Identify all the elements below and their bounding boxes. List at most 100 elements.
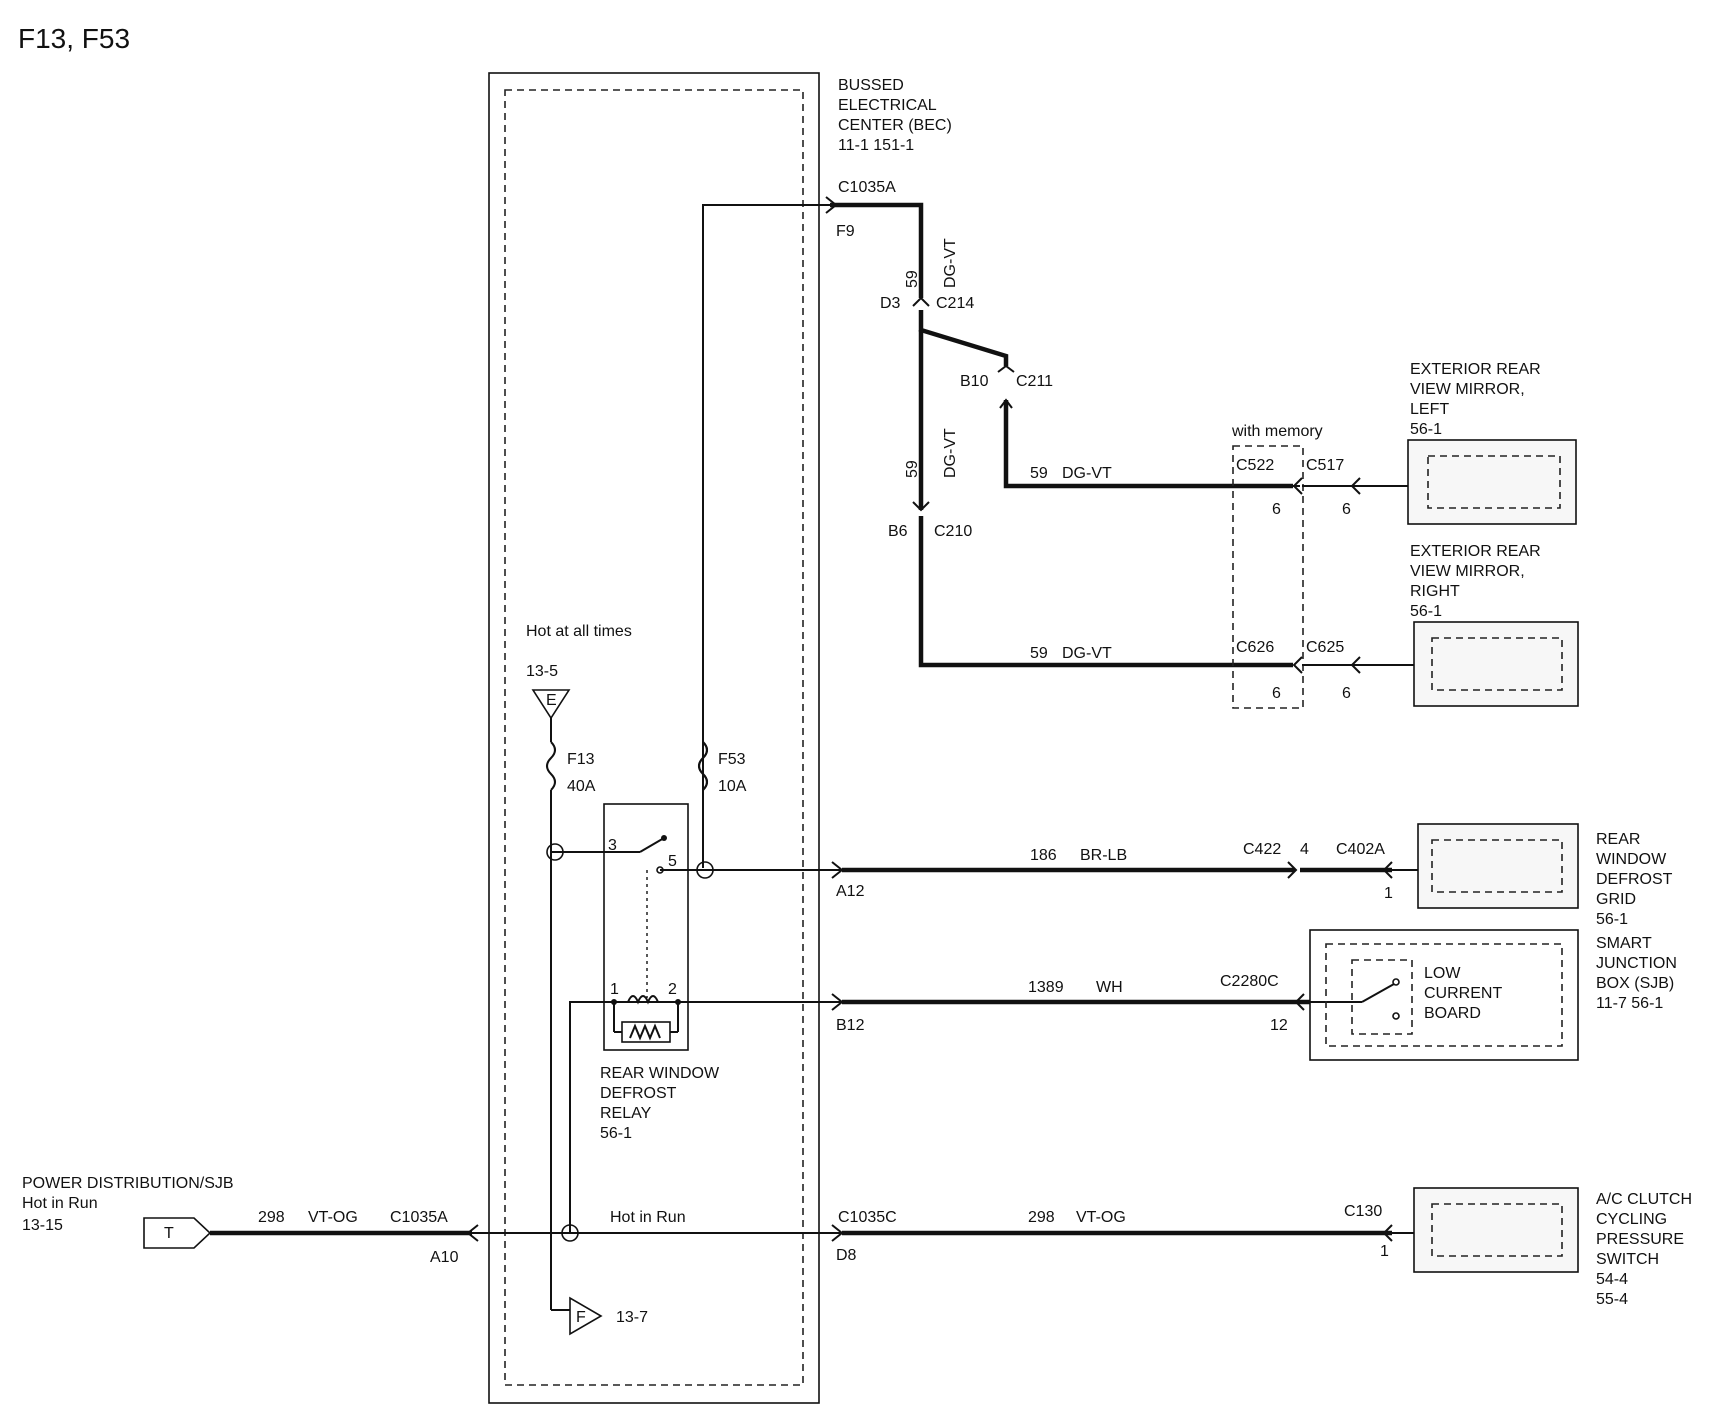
ac-switch-page1: 54-4 <box>1596 1271 1628 1288</box>
mirror-left-line3: LEFT <box>1410 401 1449 418</box>
power-dist-line2: Hot in Run <box>22 1195 98 1212</box>
c625-arrow <box>1350 656 1361 674</box>
c402a-arrow <box>1382 861 1393 879</box>
defrost-grid-line1: REAR <box>1596 831 1640 848</box>
wire-59-v2-num: 59 <box>904 460 921 478</box>
ref-f-letter: F <box>576 1309 586 1326</box>
conn-c130: C130 <box>1344 1203 1382 1220</box>
mirror-left-page: 56-1 <box>1410 421 1442 438</box>
ref-e-letter: E <box>546 692 557 709</box>
relay-pin-3: 3 <box>608 837 617 854</box>
conn-f9: F9 <box>836 223 855 240</box>
wire-59-v1-color: DG-VT <box>942 238 959 288</box>
mirror-left-line2: VIEW MIRROR, <box>1410 381 1525 398</box>
conn-c625: C625 <box>1306 639 1344 656</box>
with-memory-block <box>1232 445 1304 709</box>
wire-298-right-color: VT-OG <box>1076 1209 1126 1226</box>
conn-c517: C517 <box>1306 457 1344 474</box>
relay-label-line1: REAR WINDOW <box>600 1065 720 1082</box>
defrost-grid-page: 56-1 <box>1596 911 1628 928</box>
sjb-switch-contact-2 <box>1392 1012 1400 1020</box>
conn-c2280c-pin: 12 <box>1270 1017 1288 1034</box>
hot-in-run-splice <box>561 1224 579 1242</box>
conn-c211: C211 <box>1016 373 1053 390</box>
bec-label-line3: CENTER (BEC) <box>838 117 952 134</box>
hot-at-all-times-label: Hot at all times <box>526 623 632 640</box>
conn-d8: D8 <box>836 1247 857 1264</box>
ref-f-triangle <box>569 1296 603 1336</box>
conn-a12: A12 <box>836 883 865 900</box>
with-memory-label: with memory <box>1231 423 1323 440</box>
relay-label-page: 56-1 <box>600 1125 632 1142</box>
power-dist-page: 13-15 <box>22 1217 63 1234</box>
c211-arrow <box>997 364 1015 373</box>
wire-f53-to-c1035a <box>702 204 830 868</box>
mirror-right-page: 56-1 <box>1410 603 1442 620</box>
wire-59-h2-color: DG-VT <box>1062 645 1112 662</box>
c214-arrow <box>912 296 930 307</box>
conn-c422: C422 <box>1243 841 1281 858</box>
hot-in-run-label: Hot in Run <box>610 1209 686 1226</box>
bec-label-line2: ELECTRICAL <box>838 97 937 114</box>
ac-switch-line3: PRESSURE <box>1596 1231 1684 1248</box>
power-dist-t-letter: T <box>164 1225 174 1242</box>
power-dist-line1: POWER DISTRIBUTION/SJB <box>22 1175 234 1192</box>
conn-c2280c: C2280C <box>1220 973 1279 990</box>
ref-13-7: 13-7 <box>616 1309 648 1326</box>
power-dist-t-tag <box>143 1217 212 1249</box>
relay-pin-5: 5 <box>668 853 677 870</box>
conn-c626-pin: 6 <box>1272 685 1281 702</box>
bec-pages: 11-1 151-1 <box>838 137 914 154</box>
conn-c1035c: C1035C <box>838 1209 897 1226</box>
conn-c130-pin: 1 <box>1380 1243 1389 1260</box>
wire-c214-to-c211 <box>918 310 1009 366</box>
sjb-inner <box>1325 943 1563 1047</box>
wire-c210-to-c626 <box>918 516 1293 668</box>
ac-switch-line4: SWITCH <box>1596 1251 1659 1268</box>
mirror-right-box <box>1413 621 1579 707</box>
wire-59-dgvt-f9-to-c214 <box>830 202 924 298</box>
relay-pin-2: 2 <box>668 981 677 998</box>
wire-298-right-num: 298 <box>1028 1209 1055 1226</box>
mirror-left-inner <box>1427 455 1561 509</box>
defrost-grid-line4: GRID <box>1596 891 1636 908</box>
c422-arrow <box>1287 861 1298 879</box>
bec-label-line1: BUSSED <box>838 77 904 94</box>
wire-298-left-num: 298 <box>258 1209 285 1226</box>
fuse-f13-name: F13 <box>567 751 595 768</box>
conn-c625-pin: 6 <box>1342 685 1351 702</box>
ref-e-triangle <box>531 689 571 720</box>
low-current-switch-box <box>1351 959 1413 1035</box>
conn-a10: A10 <box>430 1249 459 1266</box>
low-current-board-line3: BOARD <box>1424 1005 1481 1022</box>
fuse-f53-rating: 10A <box>718 778 747 795</box>
rear-window-defrost-relay <box>546 803 842 1051</box>
c626-arrow <box>1292 656 1303 674</box>
c522-arrow <box>1292 477 1303 495</box>
wire-1389-num: 1389 <box>1028 979 1064 996</box>
ac-switch-box <box>1413 1187 1579 1273</box>
relay-label-line3: RELAY <box>600 1105 652 1122</box>
fuse-f13-symbol <box>546 741 556 791</box>
sjb-switch-contact-1 <box>1392 978 1400 986</box>
fuse-f13-rating: 40A <box>567 778 596 795</box>
ac-switch-inner <box>1431 1203 1563 1257</box>
mirror-right-line2: VIEW MIRROR, <box>1410 563 1525 580</box>
ac-switch-page2: 55-4 <box>1596 1291 1628 1308</box>
defrost-grid-inner <box>1431 839 1563 893</box>
c130-arrow <box>1382 1224 1393 1242</box>
page-title: F13, F53 <box>18 23 130 54</box>
mirror-right-inner <box>1431 637 1563 691</box>
sjb-pages: 11-7 56-1 <box>1596 995 1663 1012</box>
fuse-f53-symbol <box>698 741 708 791</box>
conn-c1035a-left: C1035A <box>390 1209 448 1226</box>
conn-c402a-pin: 1 <box>1384 885 1393 902</box>
low-current-board-line2: CURRENT <box>1424 985 1502 1002</box>
wire-298-left-color: VT-OG <box>308 1209 358 1226</box>
wire-186-color: BR-LB <box>1080 847 1127 864</box>
mirror-right-line1: EXTERIOR REAR <box>1410 543 1541 560</box>
fuse-f53-name: F53 <box>718 751 746 768</box>
wire-59-v1-num: 59 <box>904 270 921 288</box>
wire-1389-color: WH <box>1096 979 1123 996</box>
mirror-right-line3: RIGHT <box>1410 583 1460 600</box>
